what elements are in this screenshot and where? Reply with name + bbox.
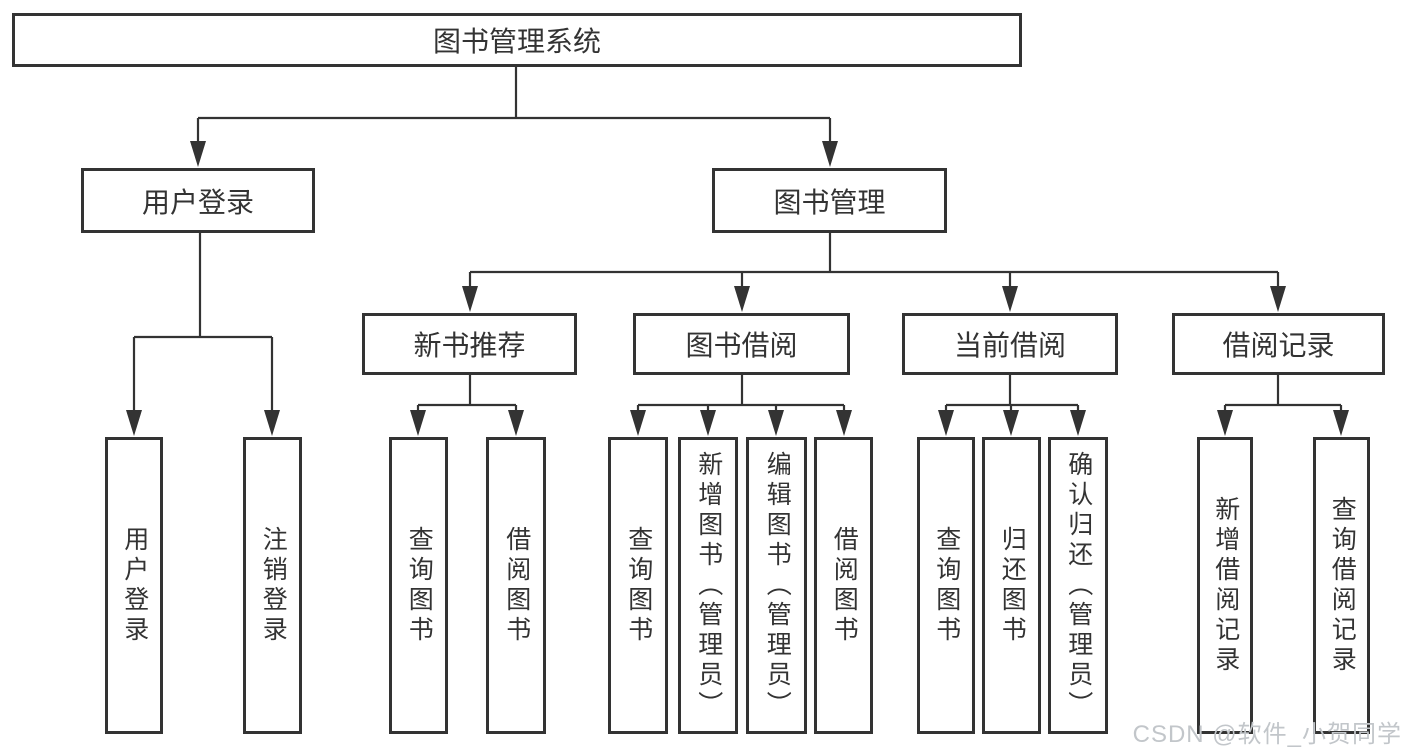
node-label: 注销登录 — [259, 525, 288, 646]
node-label: 借阅图书 — [830, 525, 859, 646]
node-borrow-query-books: 查询图书 — [608, 437, 668, 734]
node-label: 查询图书 — [932, 525, 961, 646]
node-logout: 注销登录 — [243, 437, 302, 734]
node-label: 借阅记录 — [1222, 330, 1335, 361]
node-add-borrow-record: 新增借阅记录 — [1197, 437, 1253, 734]
node-label: 当前借阅 — [953, 330, 1066, 361]
csdn-watermark: CSDN @软件_小贺同学 — [1132, 721, 1402, 747]
node-label: 确认归还（管理员） — [1064, 450, 1093, 721]
node-borrow-records: 借阅记录 — [1172, 313, 1385, 375]
connector-paths — [132, 67, 1343, 413]
node-borrow-borrow-books: 借阅图书 — [814, 437, 873, 734]
node-label: 归还图书 — [998, 525, 1027, 646]
node-add-books-admin: 新增图书（管理员） — [678, 437, 738, 734]
node-user-login-action: 用户登录 — [105, 437, 163, 734]
node-label: 图书管理 — [773, 186, 886, 218]
node-book-borrow: 图书借阅 — [633, 313, 850, 375]
node-library-management-system: 图书管理系统 — [12, 13, 1022, 67]
node-label: 新增图书（管理员） — [694, 450, 723, 721]
node-current-borrow: 当前借阅 — [902, 313, 1118, 375]
node-label: 编辑图书（管理员） — [763, 450, 792, 721]
node-query-borrow-record: 查询借阅记录 — [1313, 437, 1370, 734]
node-user-login: 用户登录 — [81, 168, 315, 233]
node-label: 查询图书 — [624, 525, 653, 646]
node-newbooks-borrow-books: 借阅图书 — [486, 437, 546, 734]
node-label: 新书推荐 — [413, 330, 526, 361]
node-new-book-recommend: 新书推荐 — [362, 313, 577, 375]
arrowheads — [126, 141, 1349, 436]
node-newbooks-query-books: 查询图书 — [389, 437, 448, 734]
node-return-books: 归还图书 — [982, 437, 1041, 734]
node-label: 借阅图书 — [502, 525, 531, 646]
node-label: 新增借阅记录 — [1211, 495, 1240, 676]
node-label: 查询图书 — [405, 525, 434, 646]
node-label: 图书管理系统 — [432, 26, 601, 57]
node-confirm-return-admin: 确认归还（管理员） — [1048, 437, 1108, 734]
node-edit-books-admin: 编辑图书（管理员） — [746, 437, 807, 734]
node-current-query-books: 查询图书 — [917, 437, 975, 734]
node-label: 用户登录 — [141, 186, 254, 218]
node-label: 查询借阅记录 — [1328, 495, 1357, 676]
node-label: 图书借阅 — [685, 330, 798, 361]
node-label: 用户登录 — [120, 525, 149, 646]
node-book-management: 图书管理 — [712, 168, 947, 233]
